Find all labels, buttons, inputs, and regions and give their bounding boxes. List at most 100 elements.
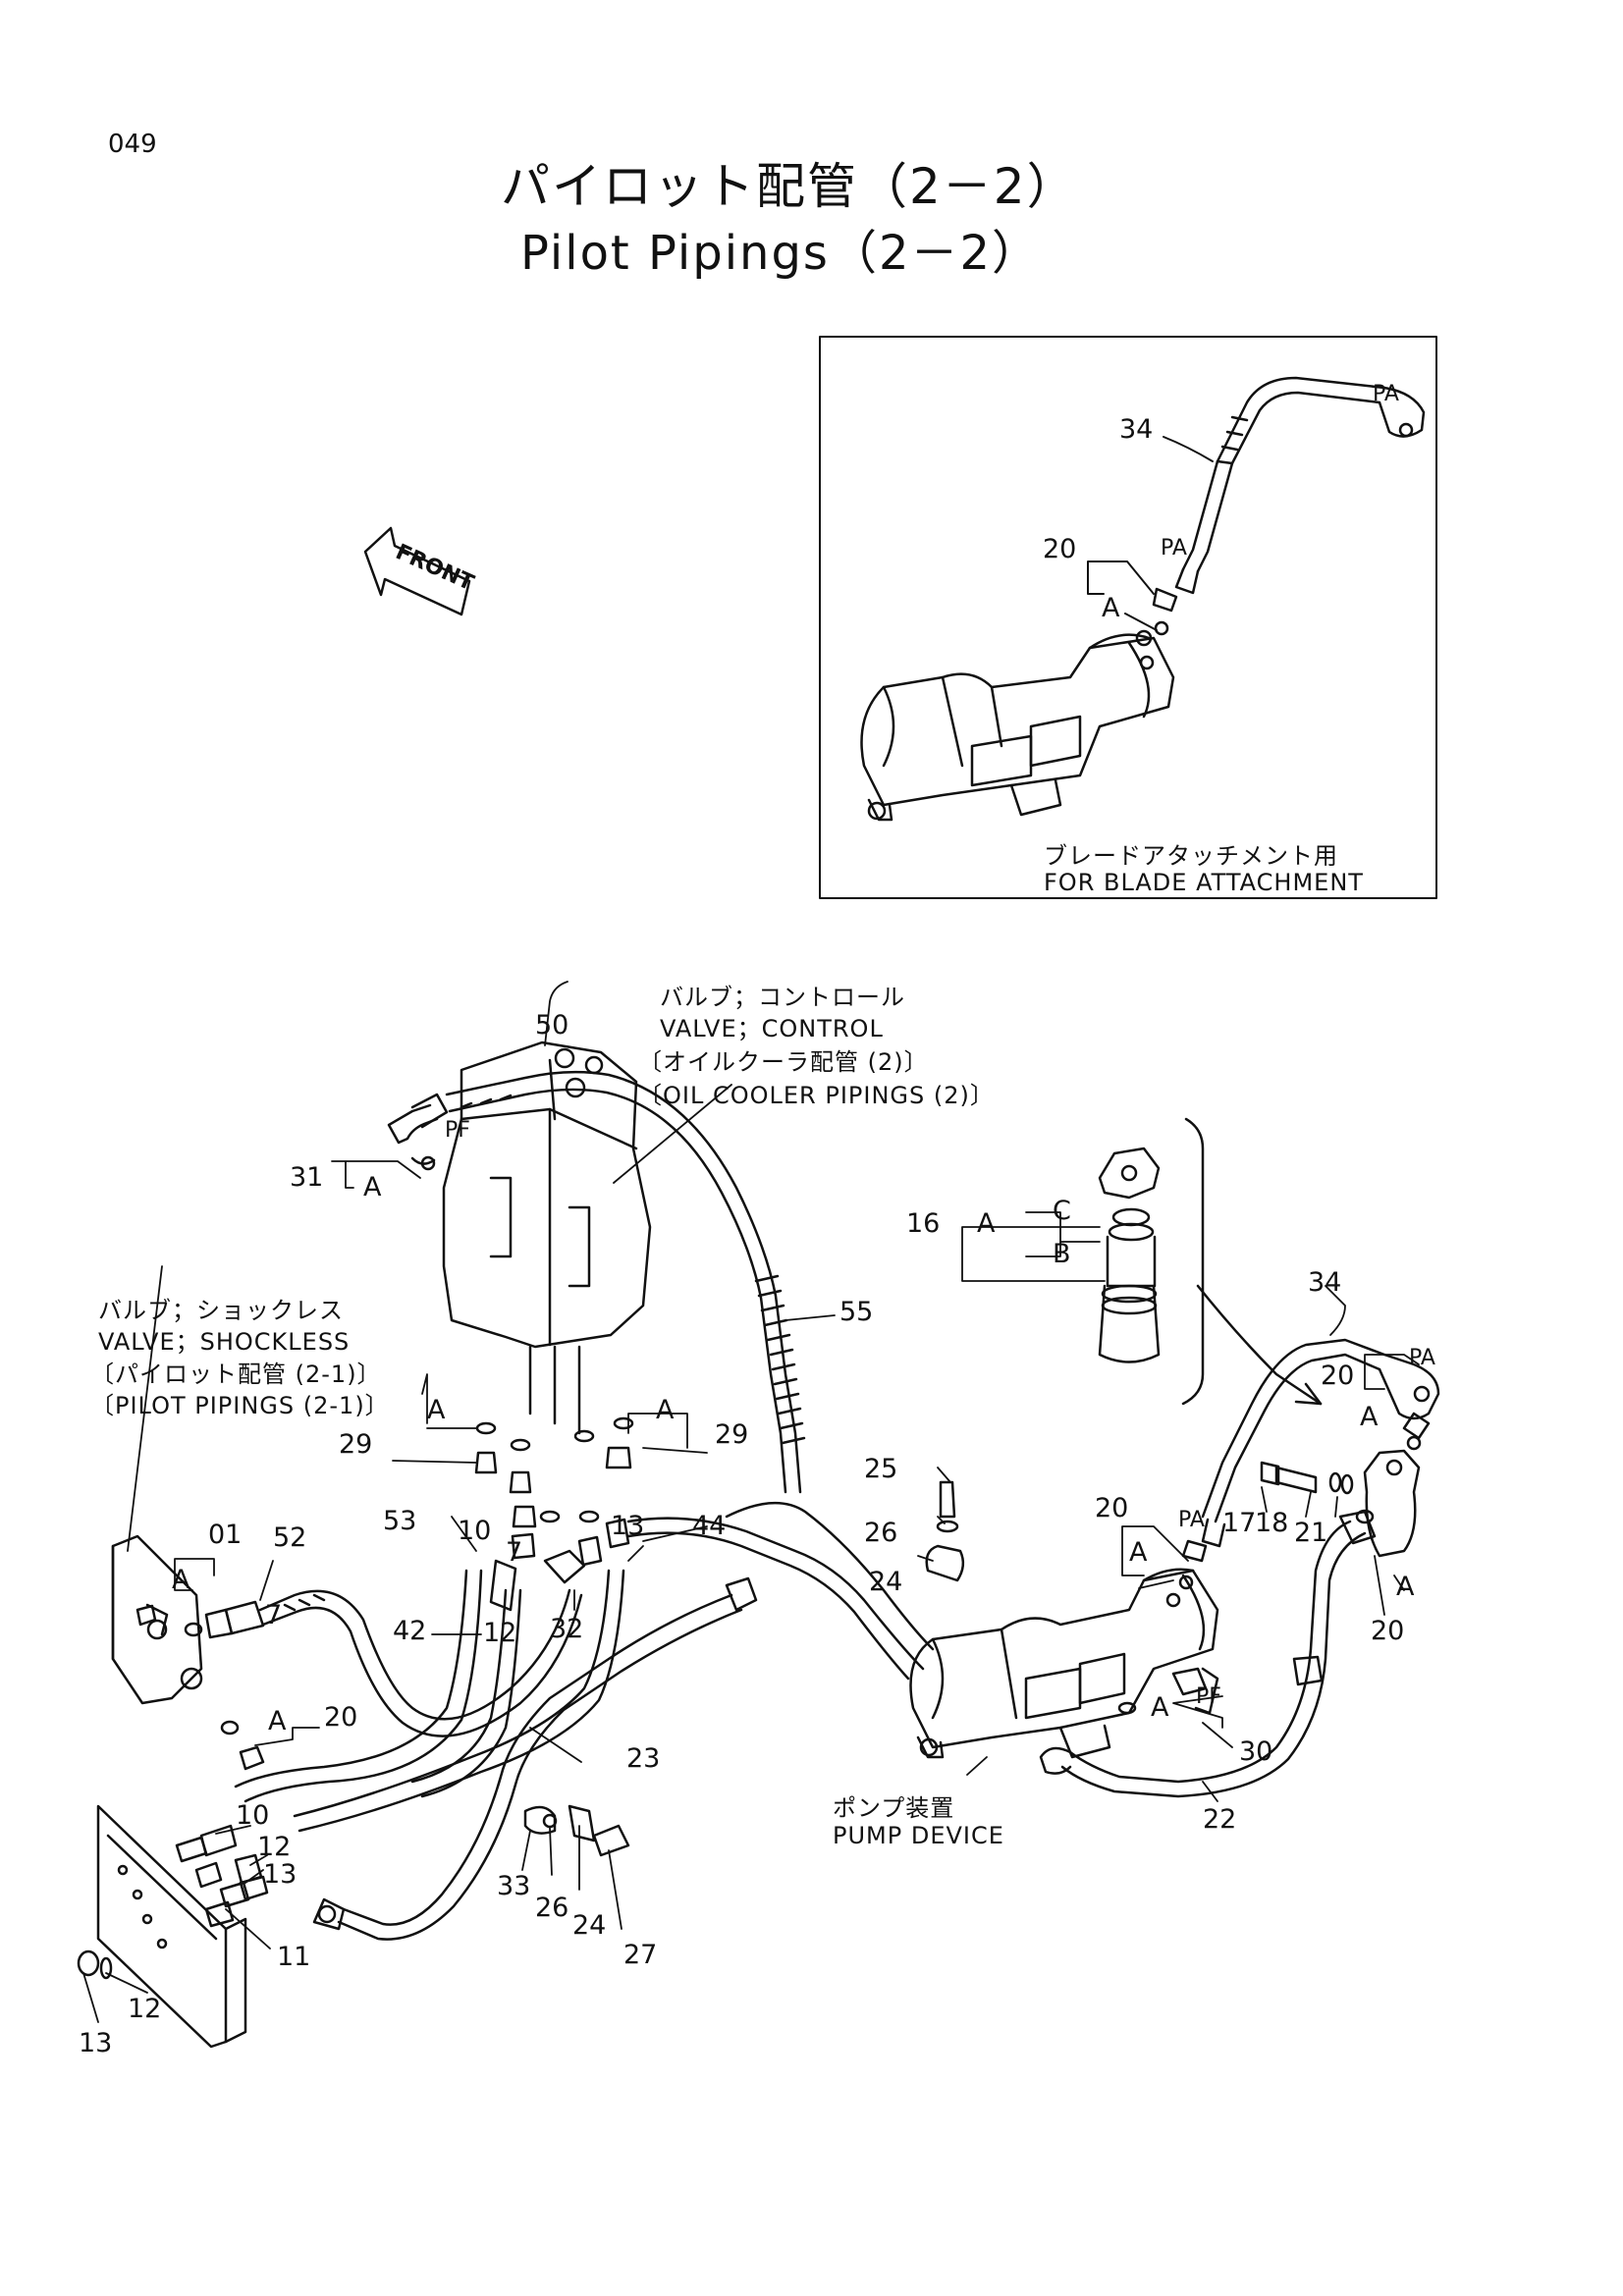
callout-12-bottom: 12 — [257, 1832, 291, 1862]
callout-33: 33 — [497, 1871, 530, 1901]
page-number: 049 — [108, 130, 157, 159]
title-japanese: パイロット配管（2－2） — [501, 158, 1078, 215]
callout-44: 44 — [692, 1511, 726, 1541]
callout-01-a: A — [172, 1565, 190, 1595]
filter-16 — [1098, 1117, 1323, 1406]
callout-23: 23 — [626, 1743, 660, 1774]
callout-34: 34 — [1308, 1267, 1341, 1298]
callout-26-bottom: 26 — [535, 1893, 568, 1923]
front-arrow-icon — [363, 526, 471, 616]
callout-29-left: 29 — [339, 1429, 372, 1460]
callout-17: 17 — [1222, 1508, 1256, 1538]
callout-53: 53 — [383, 1506, 416, 1536]
callout-20-mid: 20 — [1095, 1493, 1128, 1523]
callout-24-bottom: 24 — [572, 1910, 606, 1941]
inset-pump — [860, 629, 1175, 822]
callout-27: 27 — [623, 1940, 657, 1970]
inset-callout-a: A — [1102, 593, 1120, 623]
callout-18: 18 — [1255, 1508, 1288, 1538]
fitting-20-left — [135, 1604, 265, 1771]
shockless-valve-label-jp: バルブ；ショックレス — [98, 1297, 344, 1324]
callout-7-left: 7 — [265, 1600, 282, 1630]
valve-fittings — [474, 1416, 634, 1584]
pilot-pipings-label-jp: 〔パイロット配管 (2-1)〕 — [90, 1361, 382, 1388]
callout-20-left: 20 — [324, 1702, 357, 1733]
callout-20-right-a: A — [1360, 1402, 1379, 1432]
pump-device-label-jp: ポンプ装置 — [833, 1794, 955, 1822]
filter-head-right — [1260, 1449, 1421, 1558]
bottom-bracket — [77, 1804, 269, 2049]
inset-label-jp: ブレードアタッチメント用 — [1044, 842, 1338, 870]
inset-hose-34 — [1152, 376, 1426, 636]
shockless-valve — [111, 1534, 203, 1705]
pump-device-label-en: PUMP DEVICE — [833, 1822, 1004, 1849]
callout-13-top: 13 — [611, 1511, 644, 1541]
pump-device — [909, 1568, 1219, 1759]
callout-10-top: 10 — [458, 1516, 491, 1546]
callout-20-left-a: A — [268, 1706, 287, 1736]
callout-31-pf: PF — [445, 1118, 470, 1143]
callout-16-a: A — [977, 1208, 996, 1239]
callout-7-top: 7 — [506, 1537, 522, 1568]
callout-30: 30 — [1239, 1736, 1272, 1767]
inset-callout-20: 20 — [1043, 534, 1076, 564]
oil-cooler-label-en: 〔OIL COOLER PIPINGS (2)〕 — [638, 1082, 995, 1109]
inset-callout-pa-top: PA — [1373, 382, 1399, 406]
inset-callout-34: 34 — [1119, 414, 1153, 445]
callout-42: 42 — [393, 1616, 426, 1646]
callout-34-pa: PA — [1409, 1346, 1435, 1370]
hose-34-right — [1178, 1338, 1440, 1590]
control-valve — [442, 1041, 652, 1435]
callout-32: 32 — [550, 1614, 583, 1644]
hose-50 — [387, 1070, 802, 1494]
callout-22: 22 — [1203, 1804, 1236, 1835]
callout-12-mid: 12 — [483, 1618, 516, 1648]
pilot-pipings-label-en: 〔PILOT PIPINGS (2-1)〕 — [90, 1392, 390, 1419]
callout-20-mid-pa: PA — [1178, 1508, 1205, 1532]
callout-10-bottom: 10 — [236, 1800, 269, 1831]
clamp-middle — [925, 1480, 965, 1582]
hose-55-sleeve — [754, 1274, 806, 1445]
inset-frame — [819, 336, 1437, 899]
inset-callout-pa-mid: PA — [1161, 536, 1187, 561]
callout-13-corner: 13 — [79, 2028, 112, 2058]
title-english: Pilot Pipings（2－2） — [520, 226, 1042, 281]
callout-12-corner: 12 — [128, 1994, 161, 2024]
callout-29-right: 29 — [715, 1419, 748, 1450]
inset-label-en: FOR BLADE ATTACHMENT — [1044, 869, 1364, 896]
callout-55: 55 — [839, 1297, 873, 1327]
callout-26-right: 26 — [864, 1518, 897, 1548]
callout-24-right: 24 — [869, 1567, 902, 1597]
callout-16-b: B — [1053, 1239, 1071, 1269]
clamp-bottom — [523, 1804, 630, 1857]
hose-44 — [626, 1501, 935, 1681]
callout-20-mid-a: A — [1129, 1537, 1148, 1568]
hose-23 — [312, 1576, 758, 1941]
control-valve-label-en: VALVE；CONTROL — [660, 1015, 884, 1042]
callout-16-c: C — [1053, 1196, 1071, 1226]
callout-30-pf: PF — [1196, 1684, 1221, 1709]
callout-11: 11 — [277, 1942, 310, 1972]
callout-21: 21 — [1294, 1518, 1327, 1548]
callout-25: 25 — [864, 1454, 897, 1484]
callout-30-a: A — [1151, 1692, 1169, 1723]
shockless-valve-label-en: VALVE；SHOCKLESS — [98, 1328, 351, 1356]
callout-31-a: A — [363, 1172, 382, 1202]
callout-01: 01 — [208, 1520, 242, 1550]
hose-bundle — [234, 1559, 625, 1833]
callout-20-right: 20 — [1321, 1361, 1354, 1391]
leader-lines — [82, 981, 1420, 2023]
callout-21-a: A — [1396, 1572, 1415, 1602]
control-valve-label-jp: バルブ；コントロール — [660, 984, 905, 1011]
fitting-30 — [1117, 1667, 1219, 1715]
hose-22 — [1039, 1510, 1377, 1798]
callout-31: 31 — [290, 1162, 323, 1193]
callout-50: 50 — [535, 1010, 568, 1041]
callout-29-right-a: A — [656, 1395, 675, 1425]
callout-13-bottom: 13 — [263, 1859, 297, 1890]
oil-cooler-label-jp: 〔オイルクーラ配管 (2)〕 — [638, 1048, 929, 1076]
callout-29-left-a: A — [427, 1395, 446, 1425]
hose-52 — [204, 1588, 583, 1737]
callout-16: 16 — [906, 1208, 940, 1239]
